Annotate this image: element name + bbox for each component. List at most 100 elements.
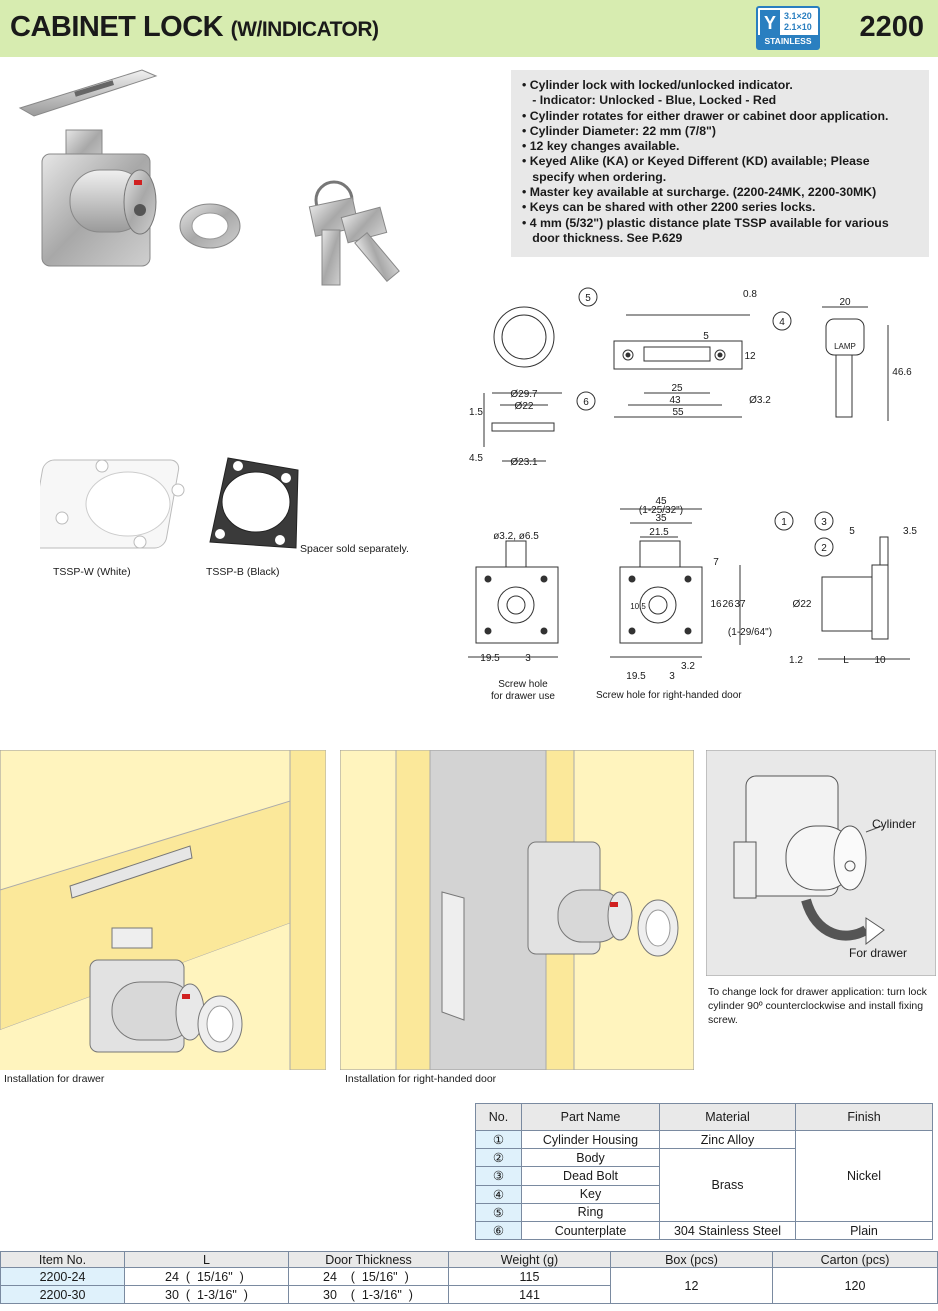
dim-side-3-5: 3.5 [903, 526, 917, 537]
item-l: 24 ( 15/16" ) [124, 1267, 289, 1286]
dim-front-7: 7 [713, 557, 719, 568]
callout-5: 5 [585, 293, 591, 304]
callout-1: 1 [781, 517, 787, 528]
feature-line: • Keyed Alike (KA) or Keyed Different (K… [522, 154, 870, 169]
dim-front-26: 26 [722, 599, 734, 610]
part-no: ③ [475, 1166, 522, 1186]
part-name: Counterplate [521, 1220, 660, 1241]
dim-side-10: 10 [874, 655, 886, 666]
part-no: ② [475, 1148, 522, 1168]
install-door-caption: Installation for right-handed door [345, 1073, 497, 1085]
part-name: Dead Bolt [521, 1166, 660, 1186]
dim-3-left: 3 [525, 653, 531, 664]
spacer-white-label: TSSP-W (White) [53, 566, 131, 578]
part-no: ⑤ [475, 1202, 522, 1222]
dim-ring-29-7: Ø29.7 [510, 389, 538, 400]
screw-hole-drawer-line2: for drawer use [491, 691, 555, 702]
ring-photo [179, 203, 241, 249]
install-drawer-caption: Installation for drawer [4, 1073, 105, 1085]
badge-label: STAINLESS [758, 35, 818, 48]
feature-line: • Cylinder Diameter: 22 mm (7/8") [522, 123, 716, 138]
dim-ring-22: Ø22 [515, 401, 534, 412]
cylinder-rotation-illustration [706, 750, 936, 976]
lock-body-photo [41, 129, 157, 267]
feature-line: • Keys can be shared with other 2200 ser… [522, 200, 816, 215]
dim-ring-4-5: 4.5 [469, 453, 483, 464]
features-panel: • Cylinder lock with locked/unlocked ind… [511, 70, 929, 257]
dim-plate-12: 12 [744, 351, 756, 362]
for-drawer-label: For drawer [849, 946, 908, 960]
item-no: 2200-24 [0, 1267, 125, 1286]
part-no: ④ [475, 1184, 522, 1204]
dim-plate-25: 25 [671, 383, 683, 394]
dim-front-37: 37 [734, 599, 746, 610]
table-row: ⑤ Ring [475, 1202, 933, 1222]
feature-line: • Cylinder lock with locked/unlocked ind… [522, 78, 793, 92]
product-photo [18, 69, 400, 286]
header-item-no: Item No. [0, 1251, 125, 1268]
cylinder-label: Cylinder [872, 817, 917, 831]
header-no: No. [475, 1103, 522, 1131]
spacer-illustration [40, 457, 299, 549]
items-table-header-row: Item No. L Door Thickness Weight (g) Box… [0, 1251, 938, 1268]
dim-front-45-in: (1-25/32") [639, 505, 683, 516]
item-l: 30 ( 1-3/16" ) [124, 1285, 289, 1304]
part-name: Cylinder Housing [521, 1129, 660, 1150]
dim-plate-5: 5 [703, 331, 709, 342]
part-material: Zinc Alloy [659, 1129, 796, 1150]
feature-line: specify when ordering. [522, 169, 667, 184]
part-no: ① [475, 1129, 522, 1150]
dim-side-5: 5 [849, 526, 855, 537]
feature-line: - Indicator: Unlocked - Blue, Locked - R… [522, 93, 777, 108]
callout-3: 3 [821, 517, 827, 528]
counterplate-photo [18, 69, 158, 117]
header-l: L [124, 1251, 289, 1268]
dim-front-35: 35 [655, 513, 667, 524]
part-finish-nickel: Nickel [795, 1130, 933, 1222]
dim-key-20: 20 [839, 297, 851, 308]
table-row: 2200-24 24 ( 15/16" ) 24 ( 15/16" ) 115 … [0, 1267, 938, 1304]
dim-ring-23-1: Ø23.1 [510, 457, 538, 468]
dim-front-21-5: 21.5 [649, 527, 669, 538]
feature-line: • Master key available at surcharge. (22… [522, 185, 877, 200]
dim-ring-1-5: 1.5 [469, 407, 483, 418]
model-number: 2200 [859, 11, 924, 43]
change-lock-note: To change lock for drawer application: t… [708, 986, 927, 1026]
install-door-illustration [340, 750, 694, 1070]
feature-line: • 12 key changes available. [522, 139, 680, 154]
header-carton: Carton (pcs) [772, 1251, 938, 1268]
item-no: 2200-30 [0, 1285, 125, 1304]
part-no: ⑥ [475, 1220, 522, 1241]
table-row: ① Cylinder Housing Zinc Alloy Nickel [475, 1129, 933, 1222]
item-weight: 141 [448, 1285, 611, 1304]
dim-19-5-left: 19.5 [480, 653, 500, 664]
screw-hole-door-note: Screw hole for right-handed door [596, 690, 742, 701]
dim-3-2: 3.2 [681, 661, 695, 672]
dim-plate-hole: Ø3.2 [749, 395, 771, 406]
spacer-black [209, 457, 299, 549]
callout-2: 2 [821, 543, 827, 554]
feature-line: door thickness. See P.629 [522, 230, 683, 245]
part-name: Key [521, 1184, 660, 1204]
dim-side-L: L [843, 655, 849, 666]
parts-table-header-row: No. Part Name Material Finish [475, 1103, 933, 1131]
feature-line: • Cylinder rotates for either drawer or … [522, 108, 889, 123]
table-row: ④ Key [475, 1184, 933, 1204]
keys-photo [308, 180, 400, 286]
dim-front-10-5: 10.5 [630, 602, 646, 611]
item-carton: 120 [772, 1267, 938, 1304]
title-main: CABINET LOCK [10, 11, 224, 43]
dim-front-16: 16 [710, 599, 722, 610]
badge-screw-size-2: 2.1×10 [784, 22, 812, 32]
part-name: Ring [521, 1202, 660, 1222]
table-row: ③ Dead Bolt [475, 1166, 933, 1186]
screw-hole-drawer-note: Screw hole for drawer use [491, 679, 555, 703]
dim-front-45: 45 [655, 496, 667, 507]
dim-holes: ø3.2, ø6.5 [493, 531, 539, 542]
dim-3-right: 3 [669, 671, 675, 682]
header-door-thickness: Door Thickness [288, 1251, 449, 1268]
badge-screw-size-1: 3.1×20 [784, 11, 812, 21]
screw-hole-drawer-line1: Screw hole [498, 679, 548, 690]
dim-side-d22: Ø22 [793, 599, 812, 610]
dim-side-1-2: 1.2 [789, 655, 803, 666]
